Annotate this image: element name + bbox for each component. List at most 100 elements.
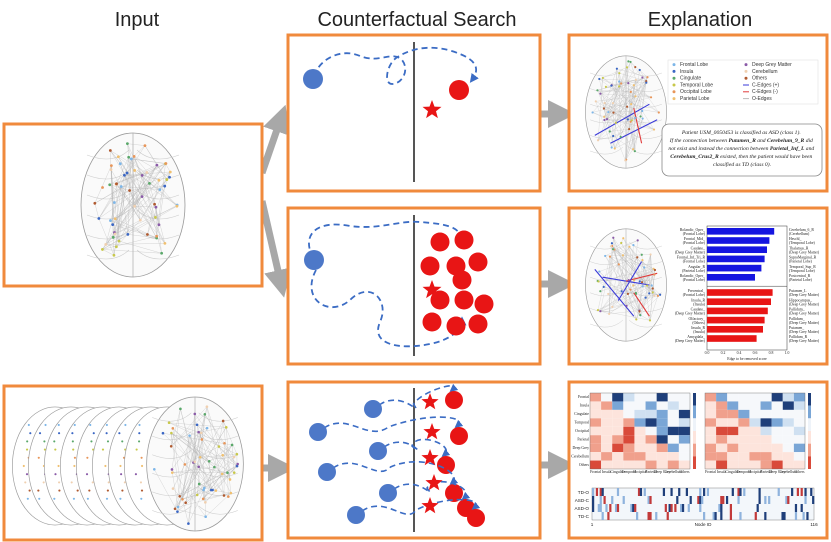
strip-cell	[756, 504, 759, 512]
input-panel-population	[2, 384, 264, 542]
bar	[707, 264, 762, 272]
search-path	[383, 438, 451, 458]
colorbar-segment	[693, 443, 696, 457]
brain-node	[608, 255, 612, 258]
brain-node	[197, 482, 201, 486]
brain-node	[235, 452, 239, 456]
brain-node	[113, 217, 117, 221]
brain-node	[611, 101, 615, 105]
legend-swatch	[672, 63, 676, 67]
brain-node	[597, 280, 600, 283]
brain-node	[626, 118, 629, 121]
strip-cell	[804, 488, 807, 496]
input-node	[369, 442, 387, 460]
strip-cell	[676, 496, 679, 504]
heatmap-cell	[738, 443, 750, 453]
heatmap-cell	[601, 393, 613, 402]
strip-cell	[703, 488, 706, 496]
heatmap-cell	[667, 393, 679, 402]
heatmap-cell	[782, 435, 794, 444]
brain-node	[158, 188, 162, 191]
heatmap-cell	[793, 418, 805, 427]
bar-left-sublabel: (Parietal Lobe)	[682, 269, 706, 273]
brain-node	[101, 248, 104, 251]
brain-node	[641, 109, 644, 113]
heatmap-cell	[749, 443, 761, 453]
bar	[707, 237, 770, 244]
heatmap-cell	[716, 418, 728, 427]
heatmap-cell	[590, 435, 602, 444]
strip-cell	[712, 512, 715, 520]
strip-cell	[758, 488, 761, 496]
brain-node	[630, 102, 633, 106]
heatmap-cell	[612, 393, 624, 402]
bar-left-sublabel: (Deep Grey Matter)	[675, 312, 706, 316]
brain-node	[128, 189, 131, 192]
heatmap-cell	[623, 426, 635, 436]
brain-node	[108, 149, 112, 152]
strip-cell	[649, 496, 652, 504]
heatmap-cell	[793, 443, 805, 453]
brain-node	[625, 66, 629, 69]
heatmap-cell	[612, 460, 624, 469]
bar-right-label: Thalamus_R	[789, 246, 809, 250]
heatmap-cell	[623, 452, 635, 461]
heatmap-col-label: Deep Grey	[654, 470, 671, 474]
heatmap-cell	[678, 409, 690, 419]
input-node	[379, 484, 397, 502]
colorbar-segment	[808, 405, 811, 419]
brain-node	[104, 243, 108, 246]
brain-node	[636, 239, 639, 242]
brain-node	[596, 89, 599, 92]
heatmap-cell	[634, 426, 646, 436]
brain-node	[126, 232, 130, 236]
heatmap-cell	[623, 393, 635, 402]
colorbar-segment	[693, 418, 696, 431]
brain-node	[628, 245, 631, 248]
strip-row-label: TD-C	[578, 514, 590, 519]
brain-node	[596, 309, 600, 312]
heatmap-cell	[656, 401, 668, 410]
heatmap-cell	[623, 460, 635, 469]
strip-cell	[685, 488, 688, 496]
heatmap-cell	[645, 460, 657, 469]
strip-cell	[739, 512, 742, 520]
heatmap-cell	[782, 426, 794, 436]
strip-cell	[616, 488, 620, 496]
heatmap-col-label: Temporal	[737, 470, 752, 474]
heatmap-cell	[793, 435, 805, 444]
search-path	[323, 416, 464, 433]
brain-node	[617, 263, 620, 266]
brain-node	[603, 102, 606, 105]
brain-node	[146, 233, 149, 236]
heatmap-cell	[634, 435, 646, 444]
bar-left-label: Amygdala_	[687, 335, 705, 339]
legend-label: Cerebellum	[752, 69, 778, 75]
heatmap-cell	[727, 418, 739, 427]
brain-node	[638, 310, 641, 313]
class-prototype-star	[423, 423, 441, 440]
brain-node	[157, 178, 161, 182]
heatmap-cell	[782, 401, 794, 410]
x-axis-label: Edge to be removed score	[727, 357, 767, 361]
strip-cell	[706, 488, 710, 496]
explanation-panel-population: FrontalInsulaCingulateTemporalOccipitalP…	[567, 380, 829, 540]
counterfactual-edge	[633, 107, 643, 144]
brain-node	[111, 223, 115, 227]
brain-node	[154, 216, 157, 219]
legend-label: Temporal Lobe	[680, 82, 713, 88]
strip-cell	[768, 496, 771, 504]
heatmap-cell	[590, 418, 602, 427]
strip-cell	[599, 496, 602, 504]
heatmap-cell	[601, 443, 613, 453]
brain-node	[627, 82, 630, 85]
heatmap-cell	[738, 435, 750, 444]
brain-node	[168, 175, 171, 179]
strip-cell	[800, 488, 803, 496]
heatmap-cell	[634, 393, 646, 402]
brain-node	[178, 494, 182, 498]
colorbar-segment	[693, 405, 696, 419]
heatmap-cell	[793, 409, 805, 419]
brain-node	[153, 202, 156, 206]
bar-left-sublabel: (Frontal Lobe)	[683, 232, 706, 236]
